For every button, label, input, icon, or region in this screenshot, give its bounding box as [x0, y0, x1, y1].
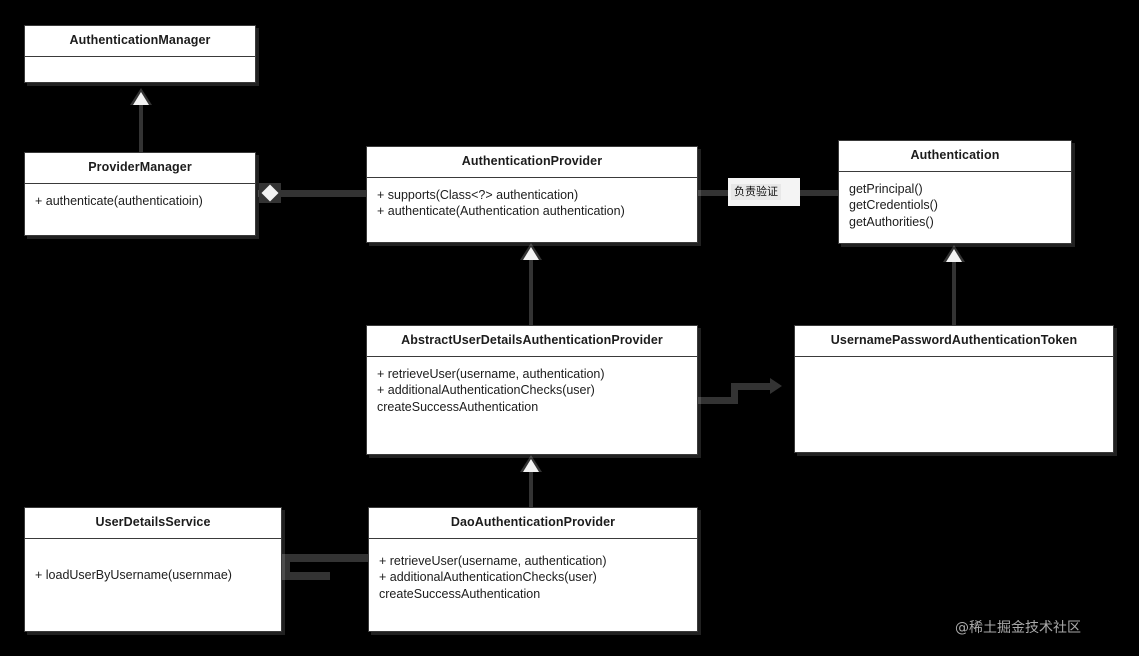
class-member-row: getCredentiols()	[849, 198, 938, 213]
class-name-username-password-authentication-token: UsernamePasswordAuthenticationToken	[795, 326, 1113, 357]
edge-label-verifies: 负责验证	[731, 184, 781, 200]
generalization-arrowhead-authentication-manager	[133, 92, 149, 105]
watermark-text: @稀土掘金技术社区	[955, 620, 1081, 636]
class-box-user-details-service[interactable]: UserDetailsService + loadUserByUsername(…	[24, 507, 282, 632]
edge-abstract-provider-to-authentication-provider	[529, 250, 533, 328]
class-name-authentication-manager: AuthenticationManager	[25, 26, 255, 57]
class-member-row: + authenticate(Authentication authentica…	[377, 204, 625, 219]
edge-token-to-authentication	[952, 252, 956, 328]
class-members-authentication-provider: + supports(Class<?> authentication) + au…	[367, 178, 697, 228]
class-box-authentication-manager[interactable]: AuthenticationManager	[24, 25, 256, 83]
edge-dao-provider-to-user-details-service-segment-1	[282, 572, 330, 580]
class-member-row: + retrieveUser(username, authentication)	[379, 553, 607, 568]
class-box-dao-authentication-provider[interactable]: DaoAuthenticationProvider + retrieveUser…	[368, 507, 698, 632]
class-member-row: + additionalAuthenticationChecks(user)	[379, 570, 597, 585]
edge-dao-provider-to-abstract-provider	[529, 462, 533, 510]
class-members-authentication: getPrincipal() getCredentiols() getAutho…	[839, 172, 1071, 239]
edge-provider-manager-to-authentication-manager	[139, 95, 143, 157]
edge-abstract-provider-to-token-segment-1	[696, 397, 738, 404]
class-member-row: + supports(Class<?> authentication)	[377, 187, 579, 202]
dependency-arrowhead-token	[770, 378, 782, 394]
class-member-row: + additionalAuthenticationChecks(user)	[377, 383, 595, 398]
class-box-authentication-provider[interactable]: AuthenticationProvider + supports(Class<…	[366, 146, 698, 243]
edge-abstract-provider-to-token-segment-3	[731, 383, 773, 390]
class-members-dao-authentication-provider: + retrieveUser(username, authentication)…	[369, 539, 697, 611]
edge-provider-manager-to-authentication-provider	[258, 190, 370, 197]
class-members-abstract-user-details-authentication-provider: + retrieveUser(username, authentication)…	[367, 357, 697, 424]
class-member-row: + authenticate(authenticatioin)	[35, 193, 203, 208]
class-box-authentication[interactable]: Authentication getPrincipal() getCredent…	[838, 140, 1072, 244]
generalization-arrowhead-authentication-provider	[523, 247, 539, 260]
edge-dao-provider-to-user-details-service-segment-3	[282, 554, 370, 562]
class-name-dao-authentication-provider: DaoAuthenticationProvider	[369, 508, 697, 539]
class-member-row: + retrieveUser(username, authentication)	[377, 366, 605, 381]
class-member-row: + loadUserByUsername(usernmae)	[35, 567, 232, 582]
class-member-row: getPrincipal()	[849, 181, 923, 196]
class-name-abstract-user-details-authentication-provider: AbstractUserDetailsAuthenticationProvide…	[367, 326, 697, 357]
generalization-arrowhead-authentication	[946, 249, 962, 262]
class-name-user-details-service: UserDetailsService	[25, 508, 281, 539]
class-box-provider-manager[interactable]: ProviderManager + authenticate(authentic…	[24, 152, 256, 236]
class-member-row: getAuthorities()	[849, 215, 934, 229]
generalization-arrowhead-abstract-provider	[523, 459, 539, 472]
class-member-row: createSuccessAuthentication	[377, 400, 539, 414]
class-box-username-password-authentication-token[interactable]: UsernamePasswordAuthenticationToken	[794, 325, 1114, 453]
class-name-authentication: Authentication	[839, 141, 1071, 172]
class-name-provider-manager: ProviderManager	[25, 153, 255, 184]
edge-dao-provider-to-user-details-service-segment-2	[282, 554, 290, 580]
class-members-user-details-service: + loadUserByUsername(usernmae)	[25, 539, 281, 592]
edge-abstract-provider-to-token-segment-2	[731, 383, 738, 404]
class-box-abstract-user-details-authentication-provider[interactable]: AbstractUserDetailsAuthenticationProvide…	[366, 325, 698, 455]
class-member-row: createSuccessAuthentication	[379, 587, 541, 601]
class-members-provider-manager: + authenticate(authenticatioin)	[25, 184, 255, 218]
class-name-authentication-provider: AuthenticationProvider	[367, 147, 697, 178]
